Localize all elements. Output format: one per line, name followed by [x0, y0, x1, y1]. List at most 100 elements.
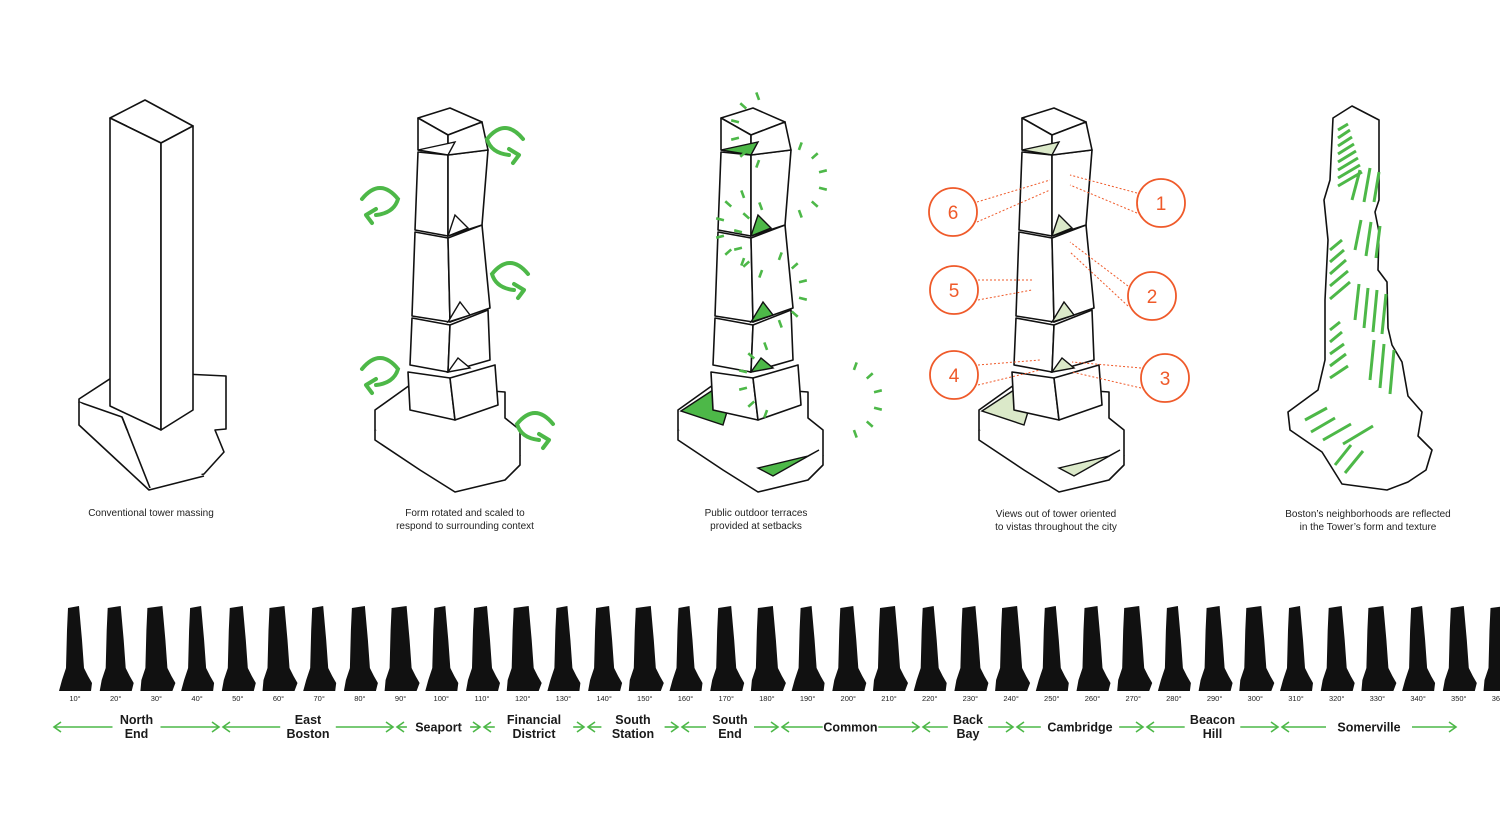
terrace-hatch-icon	[758, 269, 764, 279]
terrace-hatch-icon	[790, 310, 799, 318]
arrowhead-right	[385, 721, 395, 733]
tower-face	[414, 151, 449, 237]
tower-silhouette	[710, 606, 745, 691]
tower-silhouette	[628, 606, 664, 691]
terrace-hatch-icon	[810, 152, 819, 160]
terrace-hatch-icon	[758, 201, 764, 211]
degree-label: 280°	[1166, 694, 1182, 703]
neighborhood-label: South	[712, 713, 747, 727]
arrowhead-right	[670, 721, 680, 733]
rotation-arrow-icon	[360, 356, 401, 387]
caption-line: to vistas throughout the city	[995, 522, 1117, 533]
tower-conventional	[78, 99, 227, 491]
terrace-hatch-icon	[740, 189, 746, 199]
tower-face	[714, 231, 754, 323]
arrowhead-left	[780, 721, 790, 733]
neighborhood-label: Hill	[1203, 727, 1222, 741]
terrace-hatch-icon	[797, 209, 803, 219]
neighborhood-label: End	[718, 727, 742, 741]
setback-terrace	[446, 356, 472, 373]
tower-silhouette	[832, 606, 867, 691]
terrace-base	[1057, 449, 1121, 477]
tower-face	[411, 231, 451, 323]
neighborhood-label: District	[512, 727, 556, 741]
tower-silhouette	[1483, 606, 1500, 691]
tower-silhouette	[99, 606, 134, 691]
degree-label: 260°	[1085, 694, 1101, 703]
arrowhead-left	[680, 721, 690, 733]
neighborhood-lettering-texture	[1304, 122, 1396, 474]
degree-label: 360°	[1492, 694, 1500, 703]
degree-label: 250°	[1044, 694, 1060, 703]
degree-label: 160°	[678, 694, 694, 703]
terrace-hatch-icon	[730, 136, 740, 141]
caption-terraces: Public outdoor terraces provided at setb…	[636, 507, 876, 533]
arrowhead-right	[1448, 721, 1458, 733]
degree-label: 80°	[354, 694, 365, 703]
caption-views: Views out of tower oriented to vistas th…	[936, 508, 1176, 534]
terrace-hatch-icon	[715, 217, 725, 222]
neighborhood-label: End	[125, 727, 149, 741]
arrowhead-right	[211, 721, 221, 733]
tower-face	[447, 309, 491, 373]
caption-line: Views out of tower oriented	[995, 509, 1117, 520]
setback-terrace	[1050, 300, 1076, 324]
tower-silhouette	[954, 606, 989, 691]
terrace-hatch-icon	[865, 372, 874, 380]
terrace-hatch-icon	[790, 262, 799, 270]
rotation-arrow-head	[512, 282, 526, 300]
caption-texture: Boston’s neighborhoods are reflected in …	[1248, 508, 1488, 534]
tower-silhouette	[873, 606, 908, 691]
setback-terrace	[749, 300, 775, 324]
view-marker-icon	[928, 187, 978, 237]
degree-label: 270°	[1125, 694, 1141, 703]
degree-label: 170°	[718, 694, 734, 703]
tower-silhouette	[1280, 606, 1313, 691]
neighborhood-label: Beacon	[1190, 713, 1235, 727]
arrowhead-left	[52, 721, 62, 733]
degree-label: 300°	[1248, 694, 1264, 703]
view-ray	[977, 289, 1033, 301]
tower-face	[712, 317, 754, 373]
degree-label: 120°	[515, 694, 531, 703]
caption-line: Form rotated and scaled to	[405, 508, 525, 519]
view-ray	[977, 369, 1041, 386]
tower-face	[752, 364, 802, 421]
degree-label: 70°	[314, 694, 325, 703]
tower-face	[449, 364, 499, 421]
neighborhood-label: Boston	[286, 727, 329, 741]
caption-line: Conventional tower massing	[88, 508, 214, 519]
terrace-hatch-icon	[798, 279, 808, 284]
arrowhead-left	[1145, 721, 1155, 733]
setback-terrace	[749, 356, 775, 373]
setback-terrace	[720, 140, 760, 156]
tower-silhouette	[1117, 606, 1153, 691]
degree-label: 200°	[841, 694, 857, 703]
terrace-hatch-icon	[818, 169, 828, 174]
degree-label: 310°	[1288, 694, 1304, 703]
terrace-hatch-icon	[747, 400, 756, 408]
tower-rotated	[360, 107, 555, 493]
terrace-hatch-icon	[724, 200, 733, 208]
view-marker-icon	[929, 350, 979, 400]
view-marker-icon	[1136, 178, 1186, 228]
view-number: 3	[1160, 369, 1171, 390]
terrace-hatch-icon	[738, 386, 748, 391]
tower-silhouette	[995, 606, 1031, 691]
degree-label: 290°	[1207, 694, 1223, 703]
tower-silhouette	[303, 606, 337, 691]
rotation-arrow-head	[364, 377, 378, 395]
neighborhood-label: Somerville	[1337, 721, 1400, 735]
tower-silhouette	[506, 606, 542, 691]
neighborhood-label: Financial	[507, 713, 561, 727]
arrowhead-right	[576, 721, 586, 733]
degree-label: 100°	[434, 694, 450, 703]
tower-silhouette	[59, 606, 92, 691]
terrace-hatch-icon	[730, 119, 740, 124]
tower-silhouette	[384, 606, 420, 691]
neighborhood-label: North	[120, 713, 153, 727]
terrace-hatch-icon	[738, 369, 748, 374]
tower-texture	[1287, 105, 1433, 491]
view-ray	[1071, 361, 1142, 369]
